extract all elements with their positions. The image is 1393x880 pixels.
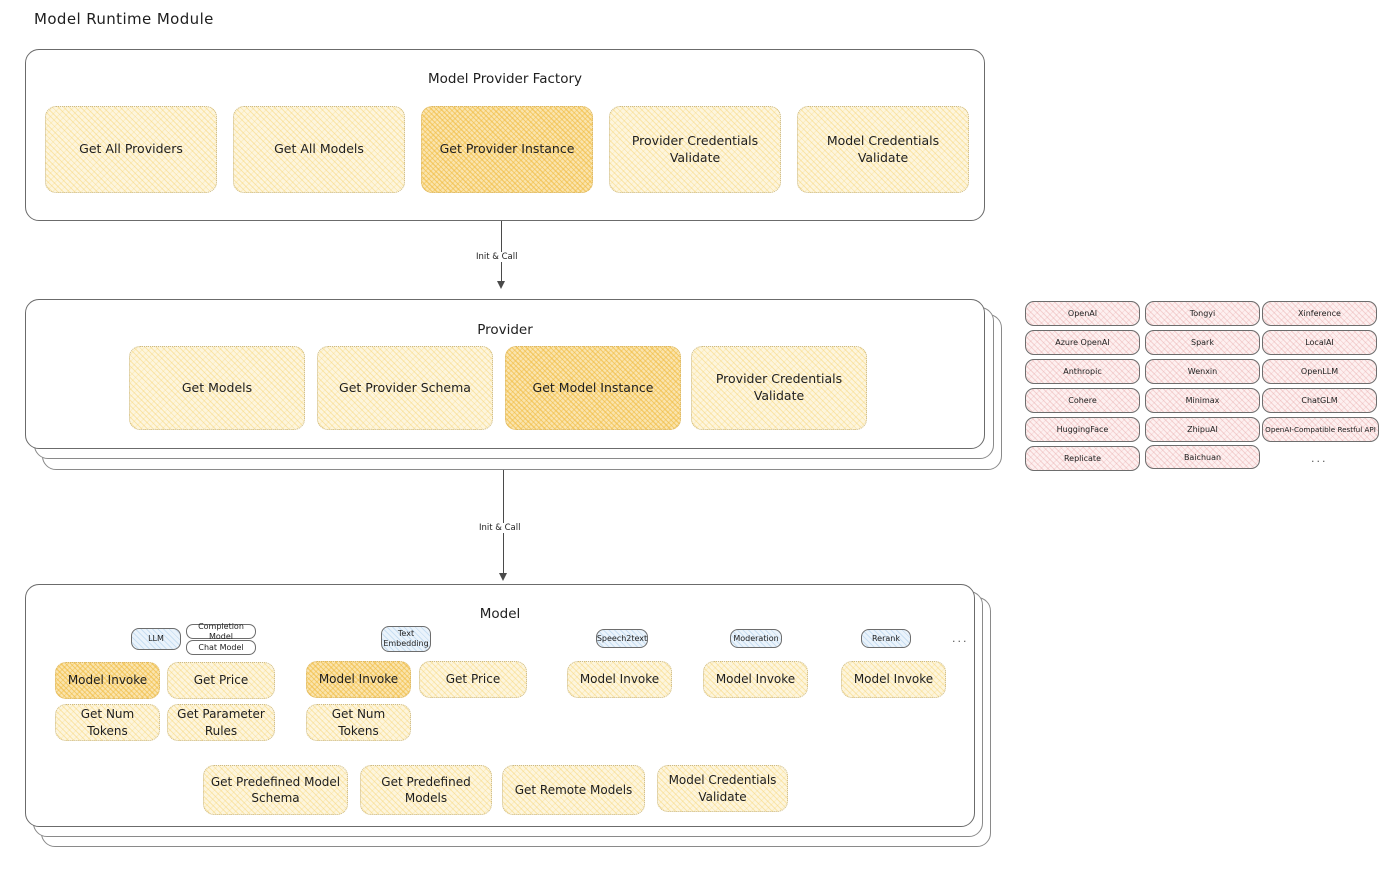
model-common-node-model-credentials-validate[interactable]: Model Credentials Validate bbox=[657, 765, 788, 812]
model-common-node-get-remote-models[interactable]: Get Remote Models bbox=[502, 765, 645, 815]
model-node-moderation-model-invoke[interactable]: Model Invoke bbox=[703, 661, 808, 698]
model-node-speech2text-model-invoke[interactable]: Model Invoke bbox=[567, 661, 672, 698]
model-provider-factory-title: Model Provider Factory bbox=[427, 71, 582, 87]
factory-node-model-credentials-validate[interactable]: Model Credentials Validate bbox=[797, 106, 969, 193]
arrow-factory-to-provider-label: Init & Call bbox=[473, 252, 521, 262]
provider-node-provider-credentials-validate[interactable]: Provider Credentials Validate bbox=[691, 346, 867, 430]
provider-node-get-model-instance[interactable]: Get Model Instance bbox=[505, 346, 681, 430]
provider-chip-openai[interactable]: OpenAI bbox=[1025, 301, 1140, 326]
provider-title: Provider bbox=[477, 322, 533, 338]
provider-chip-anthropic[interactable]: Anthropic bbox=[1025, 359, 1140, 384]
model-types-more-ellipsis: ... bbox=[952, 632, 969, 645]
provider-chip-openllm[interactable]: OpenLLM bbox=[1262, 359, 1377, 384]
model-title: Model bbox=[479, 606, 521, 622]
provider-chip-localai[interactable]: LocalAI bbox=[1262, 330, 1377, 355]
provider-chip-chatglm[interactable]: ChatGLM bbox=[1262, 388, 1377, 413]
provider-chip-huggingface[interactable]: HuggingFace bbox=[1025, 417, 1140, 442]
factory-node-provider-credentials-validate[interactable]: Provider Credentials Validate bbox=[609, 106, 781, 193]
model-node-text-embedding-model-invoke[interactable]: Model Invoke bbox=[306, 661, 411, 698]
provider-chip-minimax[interactable]: Minimax bbox=[1145, 388, 1260, 413]
model-node-text-embedding-get-num-tokens[interactable]: Get Num Tokens bbox=[306, 704, 411, 741]
provider-node-get-provider-schema[interactable]: Get Provider Schema bbox=[317, 346, 493, 430]
model-node-llm-get-price[interactable]: Get Price bbox=[167, 662, 275, 699]
model-type-badge-moderation[interactable]: Moderation bbox=[730, 629, 782, 648]
provider-list-more-ellipsis: ... bbox=[1311, 452, 1328, 465]
model-common-node-get-predefined-model-schema[interactable]: Get Predefined Model Schema bbox=[203, 765, 348, 815]
model-type-badge-speech2text[interactable]: Speech2text bbox=[596, 629, 648, 648]
model-container: Model bbox=[25, 584, 975, 827]
model-node-llm-model-invoke[interactable]: Model Invoke bbox=[55, 662, 160, 699]
model-type-badge-rerank[interactable]: Rerank bbox=[861, 629, 911, 648]
arrow-provider-to-model-head bbox=[499, 573, 507, 581]
model-node-rerank-model-invoke[interactable]: Model Invoke bbox=[841, 661, 946, 698]
provider-chip-wenxin[interactable]: Wenxin bbox=[1145, 359, 1260, 384]
page-title: Model Runtime Module bbox=[34, 10, 214, 28]
provider-chip-azure-openai[interactable]: Azure OpenAI bbox=[1025, 330, 1140, 355]
model-node-llm-get-num-tokens[interactable]: Get Num Tokens bbox=[55, 704, 160, 741]
provider-chip-xinference[interactable]: Xinference bbox=[1262, 301, 1377, 326]
arrow-provider-to-model-label: Init & Call bbox=[476, 523, 524, 533]
model-type-badge-text-embedding[interactable]: Text Embedding bbox=[381, 626, 431, 652]
model-node-llm-get-parameter-rules[interactable]: Get Parameter Rules bbox=[167, 704, 275, 741]
factory-node-get-provider-instance[interactable]: Get Provider Instance bbox=[421, 106, 593, 193]
model-common-node-get-predefined-models[interactable]: Get Predefined Models bbox=[360, 765, 492, 815]
provider-chip-replicate[interactable]: Replicate bbox=[1025, 446, 1140, 471]
arrow-factory-to-provider-head bbox=[497, 281, 505, 289]
provider-chip-zhipuai[interactable]: ZhipuAI bbox=[1145, 417, 1260, 442]
factory-node-get-all-models[interactable]: Get All Models bbox=[233, 106, 405, 193]
provider-chip-spark[interactable]: Spark bbox=[1145, 330, 1260, 355]
model-node-text-embedding-get-price[interactable]: Get Price bbox=[419, 661, 527, 698]
model-subtype-badge-completion-model[interactable]: Completion Model bbox=[186, 622, 256, 641]
arrow-provider-to-model-line bbox=[503, 470, 505, 575]
provider-node-get-models[interactable]: Get Models bbox=[129, 346, 305, 430]
factory-node-get-all-providers[interactable]: Get All Providers bbox=[45, 106, 217, 193]
provider-chip-openai-compatible-restful-api[interactable]: OpenAI-Compatible Restful API bbox=[1262, 417, 1379, 442]
model-type-badge-llm[interactable]: LLM bbox=[131, 628, 181, 650]
model-subtype-badge-chat-model[interactable]: Chat Model bbox=[186, 640, 256, 655]
provider-chip-tongyi[interactable]: Tongyi bbox=[1145, 301, 1260, 326]
provider-chip-cohere[interactable]: Cohere bbox=[1025, 388, 1140, 413]
provider-chip-baichuan[interactable]: Baichuan bbox=[1145, 445, 1260, 469]
